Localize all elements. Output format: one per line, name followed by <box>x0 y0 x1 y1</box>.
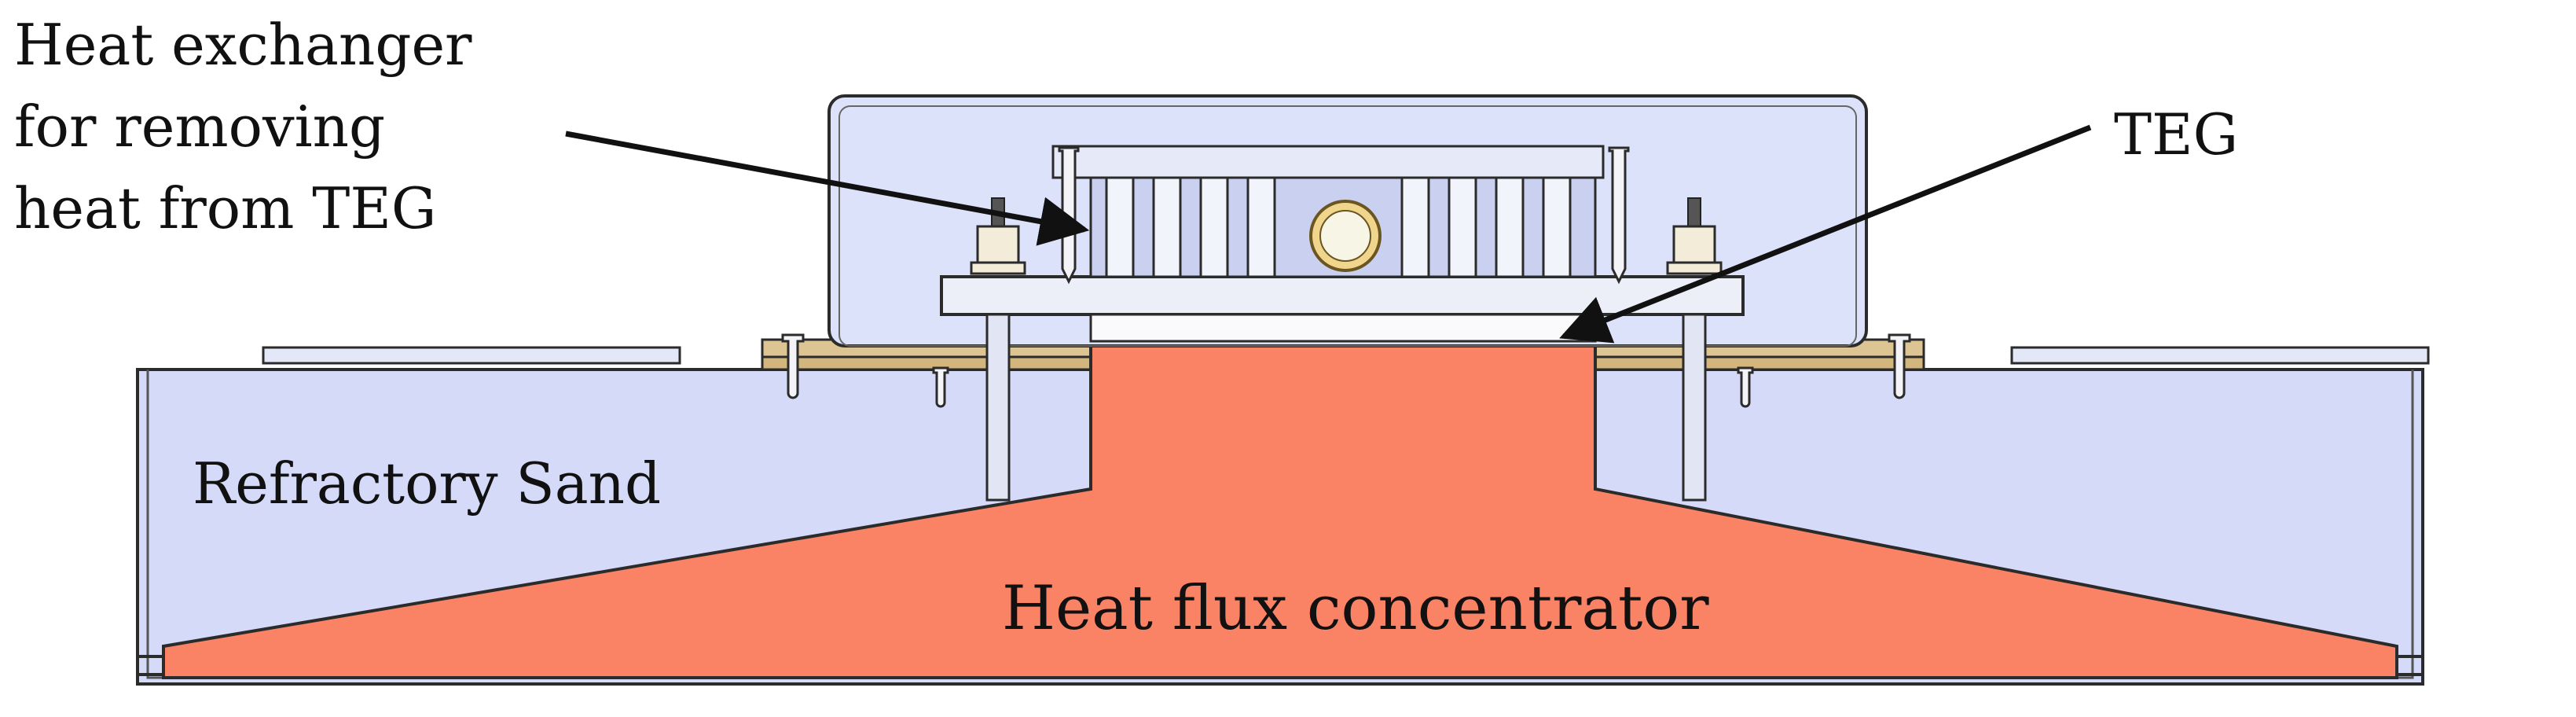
right-bolt-washer <box>1666 261 1723 275</box>
right-lid-plate <box>2010 346 2430 365</box>
right-bolt-nut <box>1672 225 1716 264</box>
heat-exchanger <box>1051 145 1605 278</box>
left-lid-plate <box>262 346 681 365</box>
teg-label: TEG <box>2114 101 2238 167</box>
left-insulation-bottom <box>761 355 1092 371</box>
teg-arrow <box>1559 124 2092 344</box>
heat-exchanger-fin <box>1152 176 1182 278</box>
refractory-sand-label: Refractory Sand <box>193 450 661 517</box>
heat-flux-concentrator <box>162 338 2398 679</box>
rivet <box>932 366 949 408</box>
heat-exchanger-fin <box>1542 176 1572 278</box>
left-bolt-washer <box>970 261 1026 275</box>
left-bolt-nut <box>976 225 1020 264</box>
heat-exchanger-fin <box>1246 176 1276 278</box>
heat-exchanger-fin <box>1400 176 1430 278</box>
left-exchanger-screw <box>1058 146 1080 285</box>
heat-exchanger-fin <box>1199 176 1229 278</box>
housing-inner <box>838 105 1857 347</box>
right-bolt-assembly <box>1666 197 1723 502</box>
heat-exchanger-fin <box>1448 176 1477 278</box>
right-bolt-rod <box>1682 313 1707 502</box>
heat-exchanger-arrow <box>565 131 1090 246</box>
rivets <box>781 333 1911 408</box>
teg-module <box>1089 313 1597 343</box>
heat-exchanger-label-line-3: heat from TEG <box>14 175 436 241</box>
rivet <box>781 333 805 399</box>
rivet <box>1737 366 1754 408</box>
heat-exchanger-label-line-2: for removing <box>14 94 385 160</box>
heat-exchanger-fin <box>1495 176 1525 278</box>
heat-exchanger-fin <box>1105 176 1135 278</box>
left-bolt-rod <box>985 313 1011 502</box>
right-bolt-stud-top <box>1687 197 1701 227</box>
heat-exchanger-label-line-1: Heat exchanger <box>14 12 472 78</box>
heat-flux-concentrator-label: Heat flux concentrator <box>1002 573 1709 644</box>
heat-exchanger-top-bar <box>1051 145 1605 179</box>
heat-exchanger-fins <box>1105 176 1572 278</box>
coolant-pipe-bore <box>1319 210 1371 262</box>
right-exchanger-screw <box>1608 146 1630 285</box>
right-insulation-bottom <box>1594 355 1925 371</box>
left-bolt-assembly <box>970 197 1026 502</box>
rivet <box>1888 333 1911 399</box>
clamp-plate <box>940 275 1745 316</box>
side-lids <box>262 346 2430 365</box>
